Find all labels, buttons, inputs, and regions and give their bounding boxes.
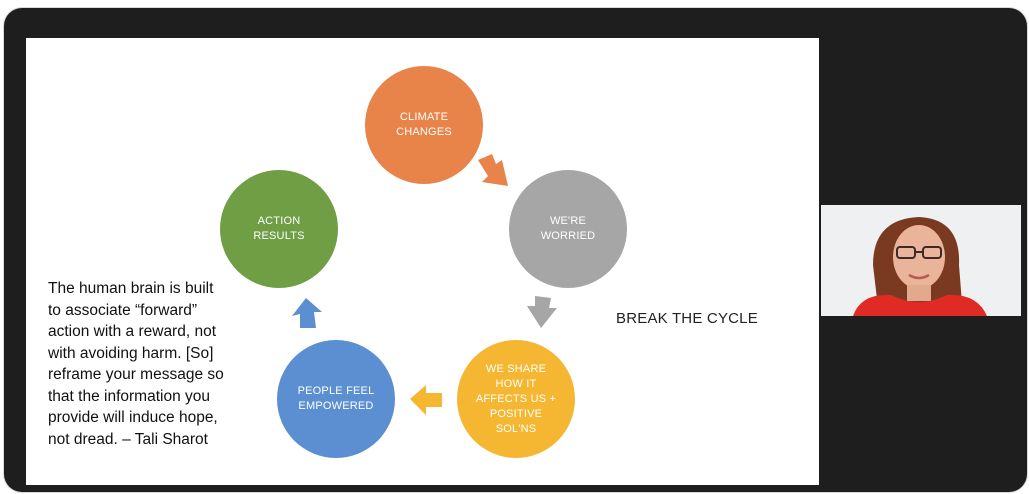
- circle-action-results: ACTION RESULTS: [220, 170, 338, 288]
- arrow-gray-icon: [527, 296, 557, 328]
- speaker-video: [821, 205, 1021, 316]
- circle-empowered-label: PEOPLE FEEL EMPOWERED: [297, 385, 375, 412]
- arrow-yellow-icon: [410, 385, 442, 415]
- circle-action-label: ACTION RESULTS: [253, 215, 305, 242]
- circle-worried-label: WE'RE WORRIED: [540, 215, 596, 242]
- arrow-blue-icon: [292, 298, 322, 328]
- arrow-orange-icon: [478, 154, 508, 186]
- break-the-cycle-text: BREAK THE CYCLE: [616, 310, 758, 327]
- quote-text: The human brain is built to associate “f…: [48, 280, 224, 448]
- presentation-window: CLIMATE CHANGES WE'RE WORRIED WE SHARE H…: [4, 8, 1027, 492]
- circle-worried: WE'RE WORRIED: [509, 170, 627, 288]
- slide: CLIMATE CHANGES WE'RE WORRIED WE SHARE H…: [26, 38, 819, 485]
- circle-people-empowered: PEOPLE FEEL EMPOWERED: [277, 340, 395, 458]
- circle-climate-changes: CLIMATE CHANGES: [365, 66, 483, 184]
- circle-share-label: WE SHARE HOW IT AFFECTS US + POSITIVE SO…: [475, 362, 557, 435]
- circle-we-share: WE SHARE HOW IT AFFECTS US + POSITIVE SO…: [457, 340, 575, 458]
- circle-climate-label: CLIMATE CHANGES: [396, 111, 452, 138]
- speaker-video-thumbnail[interactable]: [821, 205, 1021, 316]
